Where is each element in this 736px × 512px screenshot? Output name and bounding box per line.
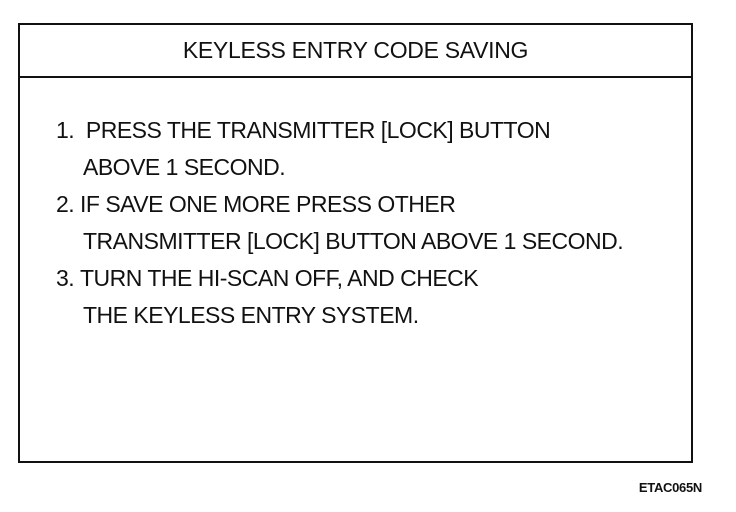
instruction-step-3: 3.TURN THE HI-SCAN OFF, AND CHECK THE KE… [56, 260, 691, 334]
instruction-step-1: 1. PRESS THE TRANSMITTER [LOCK] BUTTON A… [56, 112, 691, 186]
step-text-line: TRANSMITTER [LOCK] BUTTON ABOVE 1 SECOND… [83, 228, 624, 254]
instruction-step-2: 2.IF SAVE ONE MORE PRESS OTHER TRANSMITT… [56, 186, 691, 260]
step-text-line: PRESS THE TRANSMITTER [LOCK] BUTTON [80, 117, 551, 143]
step-number: 2. [56, 191, 75, 217]
step-number: 1. [56, 117, 75, 143]
instruction-list: 1. PRESS THE TRANSMITTER [LOCK] BUTTON A… [20, 78, 691, 334]
screen-title: KEYLESS ENTRY CODE SAVING [182, 37, 529, 63]
scanner-screen: KEYLESS ENTRY CODE SAVING 1. PRESS THE T… [18, 23, 693, 463]
step-text-line: TURN THE HI-SCAN OFF, AND CHECK [80, 265, 479, 291]
step-text-line: IF SAVE ONE MORE PRESS OTHER [80, 191, 456, 217]
figure-code: ETAC065N [638, 480, 702, 495]
step-text-line: THE KEYLESS ENTRY SYSTEM. [83, 302, 419, 328]
step-text-line: ABOVE 1 SECOND. [83, 154, 286, 180]
screen-title-bar: KEYLESS ENTRY CODE SAVING [20, 25, 691, 78]
step-number: 3. [56, 265, 75, 291]
